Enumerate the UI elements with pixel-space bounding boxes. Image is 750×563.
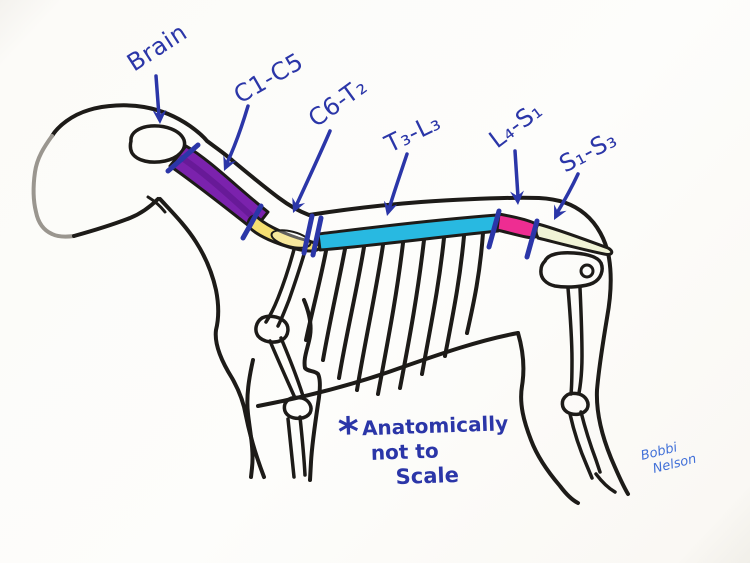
far-foreleg-outline (245, 358, 255, 479)
belly-outline (256, 331, 520, 408)
tick-c5-c6 (240, 203, 264, 241)
c6-t2-arrowhead (292, 197, 306, 213)
tick-t2-t3-a (301, 213, 315, 256)
snout-outline (31, 134, 76, 239)
rib-2 (321, 247, 347, 362)
c6-t2-label: C6-T₂ (303, 72, 372, 133)
artist-signature: Bobbi Nelson (639, 440, 698, 477)
tick-l3-l4 (486, 208, 502, 250)
s1-s3-arrow (555, 172, 580, 215)
l4-s1-label: L₄-S₁ (484, 96, 548, 154)
c1-c5-label: C1-C5 (229, 47, 308, 109)
brain-label: Brain (122, 18, 192, 77)
segment-t3-l3 (316, 213, 500, 252)
ulna-bone (279, 336, 305, 398)
shoulder-joint (254, 314, 290, 344)
rib-9 (465, 231, 485, 335)
c1-c5-arrowhead (223, 155, 237, 171)
tick-skull-base (165, 142, 201, 174)
leader-arrows (154, 74, 580, 215)
tibia-bone-1 (568, 412, 594, 480)
note-line-3: Scale (395, 463, 459, 489)
l4-s1-arrow (513, 149, 520, 199)
c1-c5-arrow (225, 104, 250, 165)
hock-stroke (594, 472, 617, 494)
rib-6 (398, 238, 426, 390)
note-line-2: not to (370, 439, 439, 465)
femur-bone-2 (577, 286, 584, 395)
rib-1 (304, 249, 328, 342)
femur-bone-1 (566, 286, 574, 396)
segment-c6-t2-inner-outline (270, 229, 312, 249)
s1-s3-arrowhead (554, 204, 567, 220)
c6-t2-arrow (294, 129, 332, 208)
rib-3 (337, 245, 366, 380)
t3-l3-arrow (387, 152, 409, 211)
pelvis-bone (539, 251, 604, 289)
t3-l3-label: T₃-L₃ (379, 108, 445, 159)
scapula-bone (264, 236, 299, 324)
tick-t2-t3-b (310, 215, 324, 258)
stifle-joint (560, 391, 590, 417)
hindleg-front-outline (516, 331, 580, 505)
cheek-stroke (146, 195, 167, 214)
skeleton-ink (31, 103, 630, 505)
note-line-1: Anatomically (362, 411, 509, 440)
rib-8 (443, 234, 466, 358)
arrow-heads (152, 109, 567, 220)
s1-s3-label: S₁-S₃ (555, 125, 622, 178)
hip-joint (579, 263, 595, 279)
brain-arrowhead (152, 109, 167, 124)
segment-boundary-ticks (165, 142, 540, 260)
tibia-bone-2 (579, 410, 602, 474)
brain-arrow (154, 74, 161, 118)
note-asterisk: * (337, 409, 360, 456)
rib-4 (355, 243, 385, 392)
tick-s1 (524, 218, 540, 260)
jaw-outline (72, 197, 160, 238)
l4-s1-arrowhead (510, 190, 525, 205)
metacarpal-bone-2 (298, 415, 307, 477)
foreleg-rear-outline (302, 298, 322, 482)
spinal-cord-segments (168, 144, 614, 256)
segment-s1-s3 (534, 222, 614, 256)
scale-note: * Anatomically not to Scale (337, 409, 509, 489)
radius-bone (268, 339, 297, 400)
metacarpal-bone-1 (286, 417, 296, 479)
throat-foreleg-outline (158, 197, 266, 479)
t3-l3-arrowhead (383, 200, 398, 216)
segment-c1-c5-shading (179, 155, 259, 223)
